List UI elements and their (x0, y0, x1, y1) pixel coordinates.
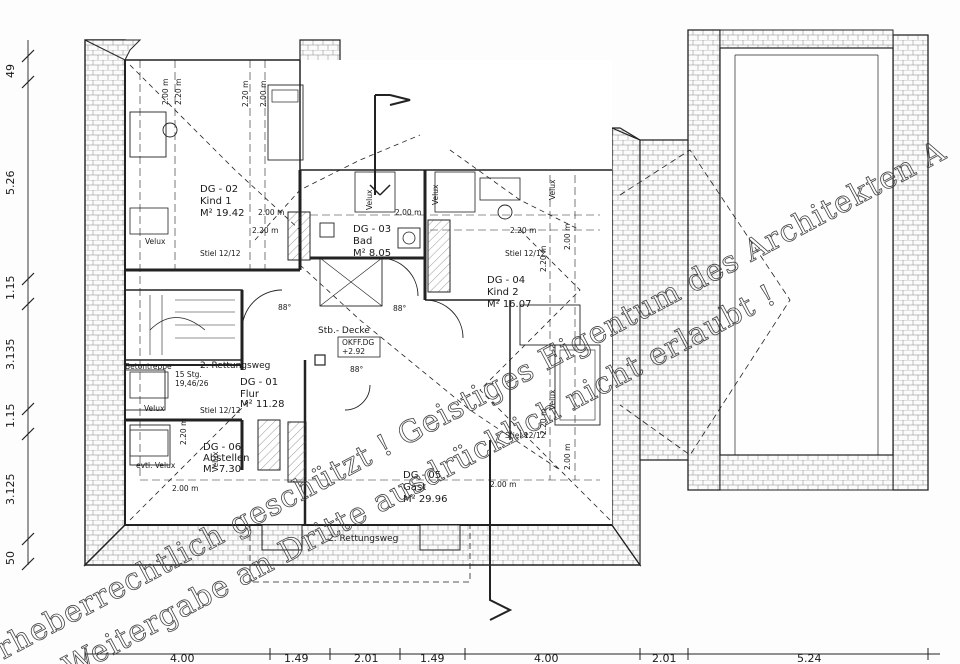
stiel-label-1: Stiel 12/12 (200, 249, 241, 258)
dim-left-7: 50 (4, 551, 17, 565)
room-area-kind1: M² 19.42 (200, 208, 244, 219)
room-code-abstellen: DG - 06 (203, 442, 241, 453)
room-name-kind1: Kind 1 (200, 196, 232, 207)
velux-label-v3: Velux (548, 179, 557, 200)
angle-label-1: 88° (278, 303, 292, 312)
room-area-kind2: M² 16.07 (487, 299, 531, 310)
velux-label-kind1: Velux (145, 237, 166, 246)
height-label-1: 2.00 m (258, 208, 284, 217)
dim-bottom-7: 5.24 (797, 652, 822, 664)
dim-left-2: 5.26 (4, 171, 17, 196)
velux-label-v2: Velux (431, 184, 440, 205)
angle-label-2: 88° (393, 304, 407, 313)
height-label-v5: 2.20 m (539, 246, 548, 272)
room-name-kind2: Kind 2 (487, 287, 519, 298)
dim-bottom-4: 1.49 (420, 652, 445, 664)
velux-label-v5: Velux (211, 451, 220, 472)
room-code-flur: DG - 01 (240, 377, 278, 388)
height-label-v2: 2.20 m (174, 79, 183, 105)
rettungsweg-label-1: 2. Rettungsweg (200, 361, 270, 371)
room-name-flur: Flur (240, 389, 260, 400)
height-label-v4: 2.00 m (259, 81, 268, 107)
height-label-4: 2.20 m (510, 226, 536, 235)
stairs-ratio-label: 19,46/26 (175, 379, 209, 388)
height-label-v6: 2.00 m (563, 224, 572, 250)
dim-left-3: 1.15 (4, 276, 17, 301)
height-label-v1: 2.00 m (161, 79, 170, 105)
height-label-6: 2.00 m (490, 480, 516, 489)
height-label-v9: 2.20 m (179, 419, 188, 445)
room-code-bad: DG - 03 (353, 224, 391, 235)
velux-label-v4: Velux (548, 389, 557, 410)
room-code-kind2: DG - 04 (487, 275, 525, 286)
betontreppe-label: Betontreppe (125, 362, 172, 371)
stb-decke-label: Stb.- Decke (318, 326, 370, 336)
dim-bottom-1: 4.00 (170, 652, 195, 664)
okff-label: OKFF.DG (342, 338, 374, 347)
height-label-2: 2.20 m (252, 226, 278, 235)
dim-bottom-3: 2.01 (354, 652, 379, 664)
dim-bottom-5: 4.00 (534, 652, 559, 664)
angle-label-3: 88° (350, 365, 364, 374)
height-label-v8: 2.00 m (563, 444, 572, 470)
room-area-gast: M² 29.96 (403, 494, 447, 505)
rettungsweg-label-2: 2. Rettungsweg (328, 534, 398, 544)
room-code-kind1: DG - 02 (200, 184, 238, 195)
interior (124, 59, 612, 621)
room-area-abstellen: M² 7.30 (203, 464, 241, 475)
stiel-label-3: Stiel 12/12 (200, 406, 241, 415)
height-label-5: 2.00 m (172, 484, 198, 493)
stiel-label-2: Stiel 12/12 (505, 249, 546, 258)
dim-bottom-6: 2.01 (652, 652, 677, 664)
room-area-bad: M² 8.05 (353, 248, 391, 259)
velux-label-v1: Velux (365, 189, 374, 210)
room-area-flur: M² 11.28 (240, 399, 284, 410)
stiel-label-4: Stiel 12/12 (505, 431, 546, 440)
room-name-abstellen: Abstellen (203, 453, 250, 464)
okff-box (337, 336, 381, 358)
dim-left-5: 1.15 (4, 404, 17, 429)
dim-left-6: 3.125 (4, 474, 17, 506)
height-label-v7: 2.20 m (539, 409, 548, 435)
height-label-v3: 2.20 m (241, 81, 250, 107)
stairs-count-label: 15 Stg. (175, 370, 202, 379)
velux-optional-label: evtl. Velux (136, 461, 176, 470)
velux-label-flur: Velux (144, 404, 165, 413)
okff-value: +2.92 (342, 347, 365, 356)
dim-bottom-2: 1.49 (284, 652, 309, 664)
room-code-gast: DG - 05 (403, 470, 441, 481)
height-label-3: 2.00 m (395, 208, 421, 217)
room-name-bad: Bad (353, 236, 372, 247)
dim-left-4: 3.135 (4, 339, 17, 371)
dim-left-1: 49 (4, 64, 17, 78)
room-name-gast: Gast (403, 482, 426, 493)
dimension-lines (21, 40, 940, 660)
